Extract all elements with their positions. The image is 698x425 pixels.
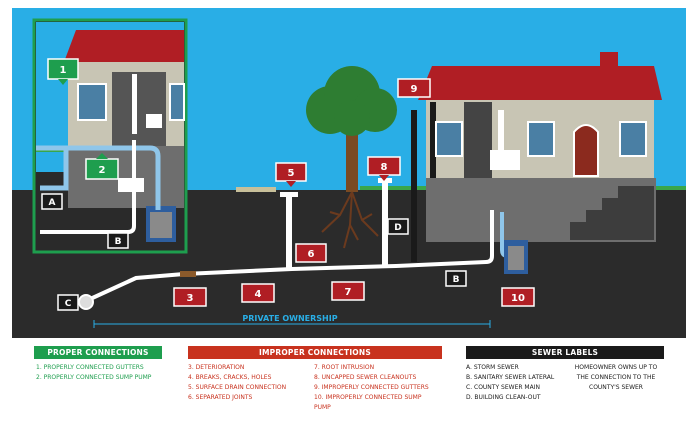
- right-house: [418, 52, 662, 242]
- ownership-note: HOMEOWNER OWNS UP TO: [574, 364, 658, 371]
- legend-proper: PROPER CONNECTIONS 1. PROPERLY CONNECTED…: [34, 346, 162, 383]
- sewer-pipes: [87, 110, 509, 302]
- legend-item: D. BUILDING CLEAN-OUT: [466, 394, 541, 401]
- private-ownership-label: PRIVATE OWNERSHIP: [242, 314, 337, 323]
- svg-text:2: 2: [99, 165, 106, 176]
- legend-item: 6. SEPARATED JOINTS: [188, 394, 253, 401]
- svg-text:3: 3: [187, 293, 194, 304]
- inset-proper-house: [32, 18, 188, 254]
- legend-item: 4. BREAKS, CRACKS, HOLES: [188, 374, 272, 381]
- svg-text:C: C: [65, 299, 72, 309]
- grass-strip-right: [656, 186, 686, 190]
- grass-strip: [360, 186, 440, 190]
- legend-sewer: SEWER LABELS A. STORM SEWER B. SANITARY …: [466, 346, 664, 403]
- marker-10: 10: [501, 287, 535, 307]
- marker-d: D: [387, 218, 409, 235]
- marker-b: B: [445, 270, 467, 287]
- deteriorated-pipe: [180, 271, 196, 277]
- svg-text:5: 5: [288, 168, 295, 179]
- svg-text:A: A: [49, 198, 56, 208]
- svg-text:10: 10: [511, 293, 525, 304]
- legend-item: C. COUNTY SEWER MAIN: [466, 384, 540, 391]
- svg-text:B: B: [115, 237, 122, 247]
- marker-8: 8: [367, 156, 401, 181]
- legend-improper: IMPROPER CONNECTIONS 3. DETERIORATION 4.…: [188, 346, 442, 413]
- tree-roots: [321, 191, 379, 249]
- surface-drain-grate: [280, 192, 298, 197]
- marker-5: 5: [275, 162, 307, 187]
- legend-item: 7. ROOT INTRUSION: [314, 364, 375, 371]
- marker-1: 1: [47, 58, 79, 85]
- marker-a: A: [41, 193, 63, 210]
- svg-text:B: B: [453, 275, 460, 285]
- marker-4: 4: [241, 283, 275, 303]
- legend-sewer-title: SEWER LABELS: [466, 346, 664, 359]
- legend-item: 2. PROPERLY CONNECTED SUMP PUMP: [36, 374, 152, 381]
- legend-item: 10. IMPROPERLY CONNECTED SUMP PUMP: [314, 394, 422, 411]
- marker-c: C: [57, 294, 79, 311]
- marker-9: 9: [397, 78, 431, 98]
- svg-text:4: 4: [255, 289, 262, 300]
- legend-item: 5. SURFACE DRAIN CONNECTION: [188, 384, 287, 391]
- legend-improper-title: IMPROPER CONNECTIONS: [188, 346, 442, 359]
- marker-2: 2: [85, 153, 119, 180]
- legend-item: 8. UNCAPPED SEWER CLEANOUTS: [314, 374, 417, 381]
- ownership-note: THE CONNECTION TO THE: [576, 374, 656, 381]
- legend-item: 9. IMPROPERLY CONNECTED GUTTERS: [314, 384, 429, 391]
- svg-text:9: 9: [411, 84, 418, 95]
- legend-item: 1. PROPERLY CONNECTED GUTTERS: [36, 364, 144, 371]
- legend-item: A. STORM SEWER: [466, 364, 519, 371]
- private-ownership-bar: PRIVATE OWNERSHIP: [93, 314, 491, 328]
- svg-text:7: 7: [345, 287, 352, 298]
- cleanout-cap: [378, 178, 392, 183]
- legend-item: B. SANITARY SEWER LATERAL: [466, 374, 555, 381]
- svg-text:8: 8: [381, 162, 388, 173]
- svg-text:1: 1: [60, 65, 67, 76]
- ownership-note: COUNTY'S SEWER: [589, 384, 643, 391]
- sidewalk: [236, 187, 276, 192]
- svg-text:6: 6: [308, 249, 315, 260]
- legend-item: 3. DETERIORATION: [188, 364, 245, 371]
- tree: [306, 66, 397, 192]
- county-sewer-main: [78, 294, 94, 310]
- marker-7: 7: [331, 281, 365, 301]
- marker-3: 3: [173, 287, 207, 307]
- svg-text:D: D: [394, 223, 401, 233]
- legend-proper-title: PROPER CONNECTIONS: [34, 346, 162, 359]
- marker-b-inset: B: [107, 232, 129, 249]
- marker-6: 6: [295, 243, 327, 263]
